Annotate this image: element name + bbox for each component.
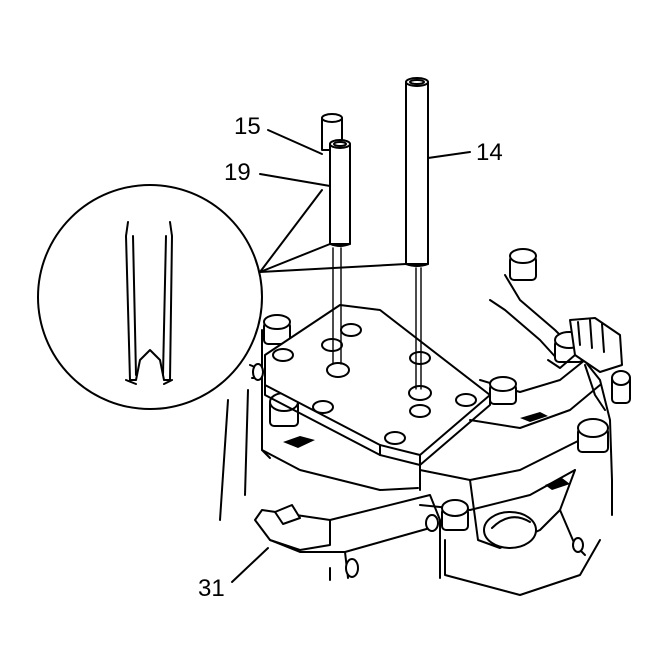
bolt-head: [489, 376, 517, 405]
callout-19: 19: [224, 159, 331, 187]
plate-hole: [340, 323, 362, 337]
bolt-head: [611, 370, 631, 404]
plate-hole: [384, 431, 406, 445]
casting-left: [249, 314, 419, 491]
base-square-boss: [274, 504, 301, 525]
plate-hole: [409, 404, 431, 418]
plate-hole: [272, 348, 294, 362]
bolt-head: [441, 499, 469, 531]
casting-dimple: [283, 436, 315, 448]
valve-bore: [483, 511, 537, 549]
plate-hole: [321, 338, 343, 352]
base-bolt-hole: [425, 514, 439, 532]
casting-dimple: [520, 412, 548, 422]
callout-14: 14: [427, 139, 503, 166]
plate-hole: [455, 393, 477, 407]
pin-detail-callout: [37, 184, 407, 410]
detail-circle: [37, 184, 263, 410]
callout-label-19: 19: [224, 159, 251, 186]
plate-hole: [326, 362, 350, 378]
electrical-connector: [547, 317, 623, 411]
valve-body-right: [283, 248, 631, 556]
callout-label-14: 14: [476, 139, 503, 166]
base-casting: [219, 389, 601, 596]
bolt-head: [263, 314, 291, 345]
guide-pin-14: [405, 77, 429, 267]
plate-hole: [312, 400, 334, 414]
guide-pin-19: [329, 139, 351, 247]
callout-label-31: 31: [198, 575, 225, 602]
casting-dimple: [545, 478, 570, 490]
spacer-plate: [264, 304, 491, 491]
bolt-head: [577, 418, 609, 453]
plate-hole: [408, 385, 432, 401]
callout-15: 15: [234, 113, 323, 155]
plate-hole: [409, 351, 431, 365]
callout-31: 31: [198, 547, 269, 602]
bolt-head: [509, 248, 537, 281]
callout-label-15: 15: [234, 113, 261, 140]
base-bolt-hole: [345, 558, 359, 578]
